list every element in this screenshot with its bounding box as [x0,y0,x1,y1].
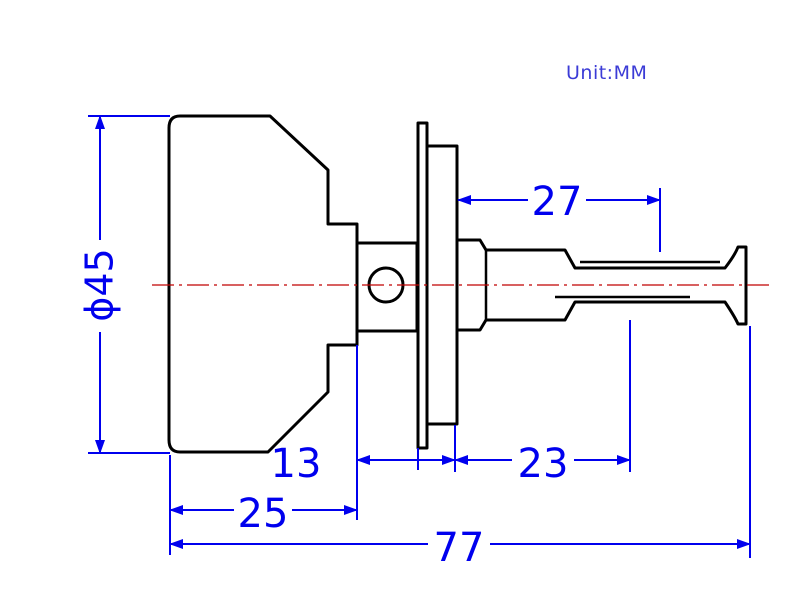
shaft [455,238,748,332]
dim-25-label: 25 [238,491,289,537]
part-outline [167,114,748,454]
dim-23-label: 23 [518,441,569,487]
unit-label: Unit:MM [566,62,648,84]
knob-head [167,114,359,454]
dim-13-label: 13 [271,441,322,487]
diameter-label: ϕ45 [78,248,122,321]
neck [355,241,419,333]
dim-77-label: 77 [434,525,485,571]
dim-27-label: 27 [532,179,583,225]
